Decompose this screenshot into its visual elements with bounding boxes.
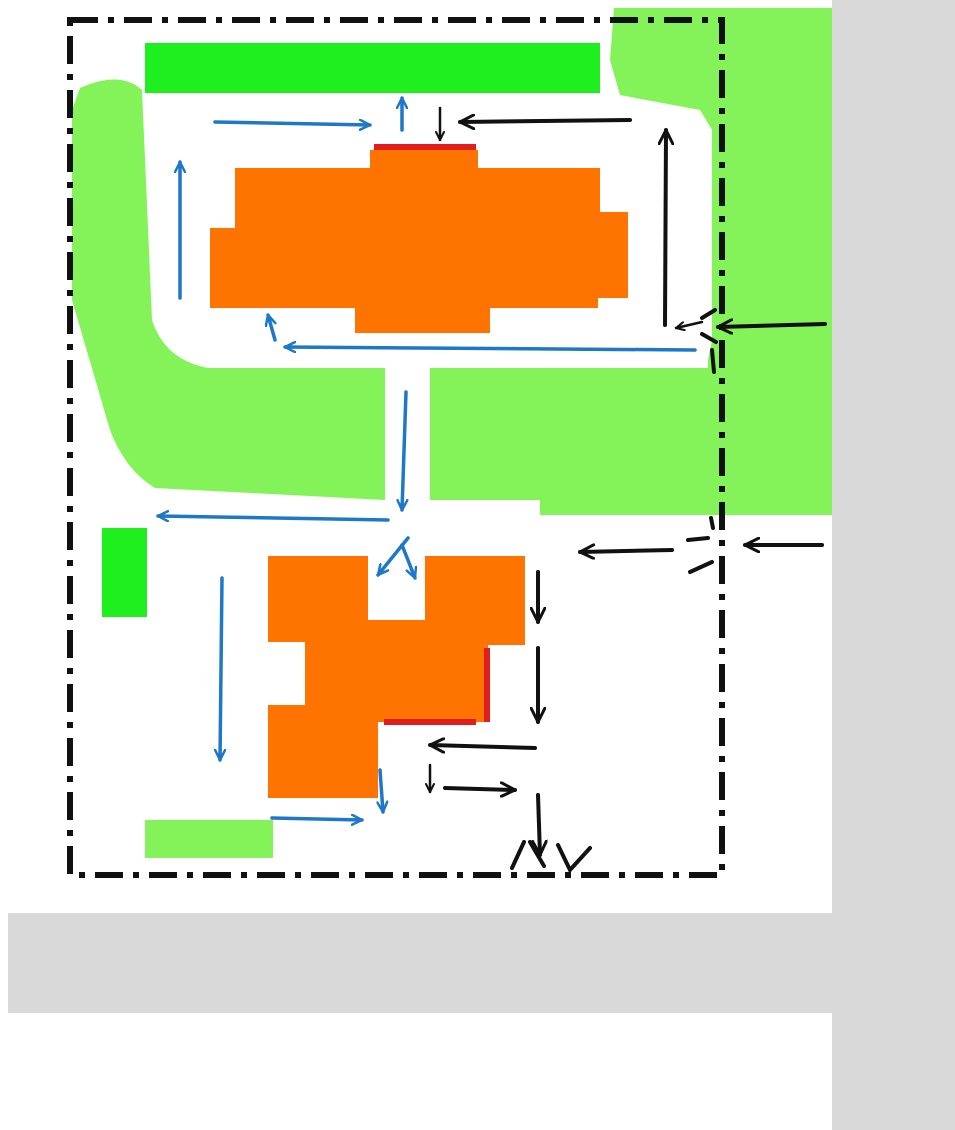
pedestrian-paths <box>156 96 697 820</box>
walk-arrow <box>213 122 372 125</box>
walk-arrow <box>402 390 406 512</box>
lawn-south <box>145 820 273 858</box>
hedge-north <box>145 43 600 93</box>
lawn-l-shape <box>72 79 712 515</box>
site-boundary <box>67 17 725 878</box>
walk-arrow <box>380 768 383 814</box>
hedge-west <box>102 528 147 617</box>
drive-arrow <box>665 128 666 327</box>
walk-arrow <box>400 543 415 580</box>
walk-arrow <box>156 516 390 520</box>
road-east <box>832 0 955 1130</box>
road-south <box>8 913 832 1013</box>
walk-arrow <box>283 347 697 350</box>
lawn-north-right <box>610 8 832 515</box>
drive-arrow <box>716 324 827 327</box>
vehicle-paths-small <box>425 106 704 794</box>
entrance-north <box>374 144 476 150</box>
gate-south <box>510 840 592 874</box>
drive-arrow <box>578 550 674 552</box>
drive-arrow <box>428 745 537 748</box>
building-north <box>210 150 628 333</box>
drive-arrow-small <box>674 320 704 332</box>
gate-east-south <box>686 516 715 574</box>
walk-arrow <box>220 576 222 762</box>
entrance-south-bottom <box>384 719 476 725</box>
walk-arrow <box>270 818 364 820</box>
walk-arrow <box>268 313 277 342</box>
vehicle-paths <box>428 120 827 857</box>
building-south <box>268 556 525 798</box>
walk-arrow <box>376 536 410 577</box>
drive-arrow <box>443 788 517 790</box>
gate-marks <box>510 308 718 874</box>
entrance-south-east <box>484 648 490 722</box>
drive-arrow <box>458 120 632 122</box>
gate-east-north <box>700 308 718 374</box>
drive-arrow <box>538 793 540 857</box>
